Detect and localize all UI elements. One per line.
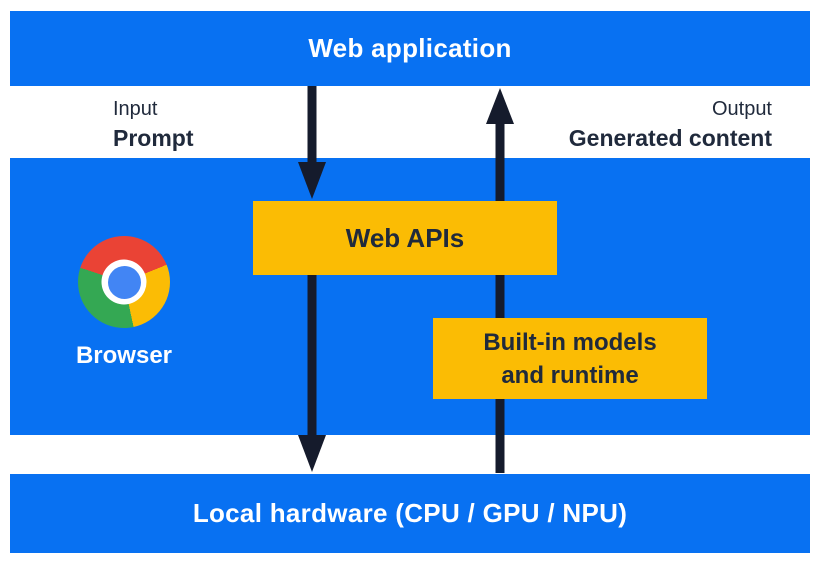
output-title: Output bbox=[711, 98, 772, 120]
output-value-generated-content: Generated content bbox=[568, 125, 772, 151]
chrome-logo-icon bbox=[78, 236, 170, 328]
builtin-models-box: Built-in models and runtime bbox=[433, 318, 707, 399]
builtin-models-label: Built-in models and runtime bbox=[483, 326, 656, 392]
builtin-models-label-line1: Built-in models bbox=[483, 328, 657, 356]
builtin-models-label-line2: and runtime bbox=[501, 361, 639, 389]
web-apis-box: Web APIs bbox=[253, 201, 557, 275]
input-title: Input bbox=[113, 98, 158, 120]
chrome-logo-ring bbox=[101, 259, 147, 305]
browser-label: Browser bbox=[75, 342, 173, 369]
web-application-bar: Web application bbox=[10, 11, 810, 86]
local-hardware-label: Local hardware (CPU / GPU / NPU) bbox=[192, 498, 628, 528]
local-hardware-bar: Local hardware (CPU / GPU / NPU) bbox=[10, 474, 810, 553]
input-label-block: Input Prompt bbox=[113, 97, 194, 151]
input-value-prompt: Prompt bbox=[113, 125, 194, 151]
web-apis-label: Web APIs bbox=[345, 222, 465, 253]
output-label-block: Output Generated content bbox=[569, 97, 772, 151]
chrome-logo-center bbox=[107, 265, 141, 299]
web-application-label: Web application bbox=[308, 33, 512, 63]
